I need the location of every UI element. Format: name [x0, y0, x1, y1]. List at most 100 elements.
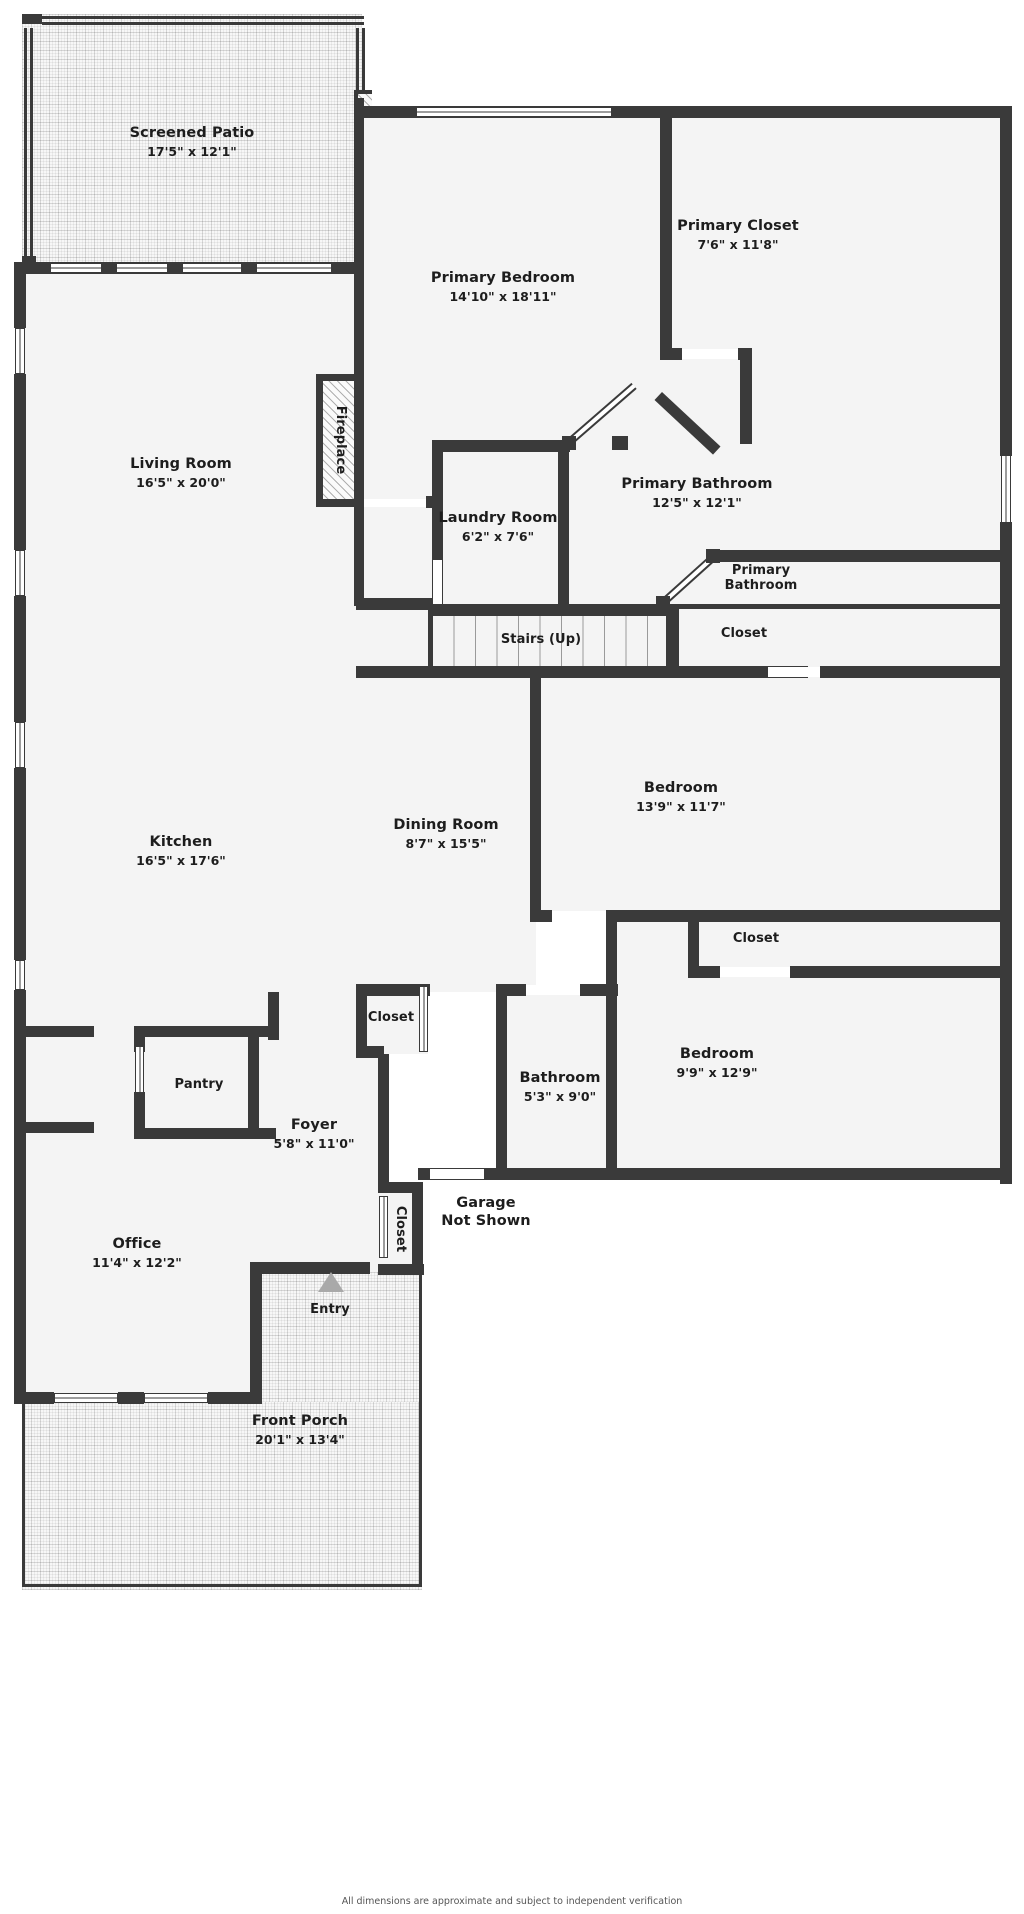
wall-pantry-left-top: [134, 1026, 145, 1052]
wall-under-stairs: [356, 666, 808, 678]
wall-right-outer-1: [1000, 106, 1012, 368]
wall-primary-bedroom-bottom: [356, 598, 436, 610]
wall-right-outer-4: [1000, 680, 1012, 920]
wall-bedroom1-bottom-2: [608, 910, 700, 922]
wall-closet-primary-left: [668, 604, 679, 670]
wall-porch-left-rail: [22, 1404, 25, 1586]
wall-bath-angle-stub-b: [612, 436, 628, 450]
entry-porch-floor: [260, 1272, 422, 1402]
closet-primary-floor: [676, 610, 1010, 672]
wall-patio-top-rail: [42, 16, 364, 19]
wall-left-outer-1: [14, 262, 26, 328]
wall-under-stairs-2: [820, 666, 1012, 678]
wall-fireplace-left: [316, 374, 323, 506]
wall-closet-hall-top: [356, 984, 430, 996]
wall-office-right: [250, 1262, 262, 1404]
patio-window-4: [256, 263, 332, 273]
laundry-doorway: [433, 560, 442, 606]
wall-dining-right: [530, 910, 541, 922]
wall-primarybath2-divider: [676, 604, 1012, 609]
wall-patio-left-rail: [24, 28, 27, 256]
wall-pantry-bottom: [134, 1128, 276, 1139]
primary-bedroom-window: [416, 107, 612, 117]
primary-closet-floor: [668, 110, 1010, 353]
wall-pantry-top: [134, 1026, 276, 1037]
wall-stairs-left: [428, 604, 433, 668]
laundry-room-floor: [434, 444, 564, 606]
wall-foyer-closet-right: [412, 1182, 423, 1274]
wall-primary-closet-bottom-l: [660, 348, 682, 360]
primary-bathroom-2-floor: [676, 556, 1010, 610]
living-window-1: [15, 328, 25, 374]
wall-office-bottom: [14, 1392, 54, 1404]
bathroom-doorway: [526, 985, 582, 995]
office-window-2: [144, 1393, 208, 1403]
pantry-floor: [138, 1040, 260, 1132]
wall-laundry-right: [558, 440, 569, 606]
stairs-hall-opening: [768, 667, 826, 677]
stairs-treads: [432, 608, 668, 670]
wall-primary-bath-partition: [740, 348, 752, 444]
footer-disclaimer: All dimensions are approximate and subje…: [0, 1896, 1024, 1907]
wall-porch-right-rail: [419, 1272, 422, 1587]
footer-disclaimer-text: All dimensions are approximate and subje…: [341, 1896, 683, 1907]
primary-closet-doorway: [682, 349, 752, 359]
garage-label-line-1: Garage: [456, 1194, 516, 1211]
wall-kitchen-nook-2: [22, 1122, 94, 1133]
fireplace-hatch: [322, 378, 358, 502]
entry-arrow-icon: [318, 1272, 344, 1292]
garage-not-shown-label: Garage Not Shown: [441, 1194, 530, 1230]
living-window-2: [15, 550, 25, 596]
closet-bedroom1-doorway: [720, 967, 794, 977]
wall-patio-left-rail2: [30, 28, 33, 256]
wall-living-hall-stub: [426, 496, 436, 508]
wall-office-bottom-3: [208, 1392, 262, 1404]
wall-stairs-top: [428, 604, 672, 616]
wall-foyer-right: [378, 1054, 389, 1112]
bedroom1-doorway: [552, 911, 610, 921]
wall-bedroom2-left-2: [606, 988, 617, 1180]
patio-window-2: [116, 263, 168, 273]
wall-right-outer-3: [1000, 522, 1012, 680]
wall-fireplace-bottom: [316, 499, 360, 507]
wall-closet-bedroom1-bottom2: [790, 966, 1012, 978]
primary-bathroom-floor-upper: [668, 353, 1010, 443]
living-window-3: [15, 722, 25, 768]
wall-porch-bottom-rail: [22, 1584, 422, 1587]
closet-foyer-door: [379, 1196, 388, 1258]
wall-left-outer-2: [14, 374, 26, 550]
primary-bathroom-window: [1001, 455, 1011, 523]
wall-foyer-closet-bottom: [378, 1264, 424, 1275]
wall-bedroom1-left: [530, 672, 541, 918]
wall-kitchen-nook-1: [22, 1026, 94, 1037]
bedroom-2-floor: [612, 916, 1010, 1178]
wall-right-outer-5: [1000, 916, 1012, 974]
office-floor: [22, 1132, 260, 1400]
wall-closet-primary-stub: [706, 549, 720, 563]
wall-fireplace-top: [316, 374, 360, 381]
wall-patio-top: [22, 14, 42, 24]
wall-bathroom-top-2: [580, 984, 618, 996]
wall-office-top: [250, 1262, 370, 1274]
foyer-floor: [260, 1022, 382, 1272]
wall-foyer-closet-top: [378, 1182, 422, 1193]
wall-closet-primary-top: [712, 550, 1012, 562]
patio-window-1: [50, 263, 102, 273]
office-window-1: [54, 1393, 118, 1403]
wall-patio-top-rail2: [42, 22, 364, 25]
wall-right-outer-6: [1000, 974, 1012, 1184]
wall-left-outer-5: [14, 990, 26, 1400]
wall-pantry-right: [248, 1026, 259, 1138]
closet-hall-door: [419, 986, 428, 1052]
wall-primary-closet-left: [660, 110, 672, 354]
wall-patio-right-rail: [356, 28, 359, 90]
patio-window-3: [182, 263, 242, 273]
bedroom-1-floor: [536, 676, 1010, 916]
wall-left-outer-3: [14, 596, 26, 722]
wall-laundry-left: [432, 440, 443, 606]
wall-closet-bedroom1-top: [688, 910, 1012, 922]
wall-closet-bedroom1-bottom: [688, 966, 720, 978]
screened-patio-floor: [22, 14, 362, 266]
wall-closet-hall-left: [356, 984, 367, 1056]
